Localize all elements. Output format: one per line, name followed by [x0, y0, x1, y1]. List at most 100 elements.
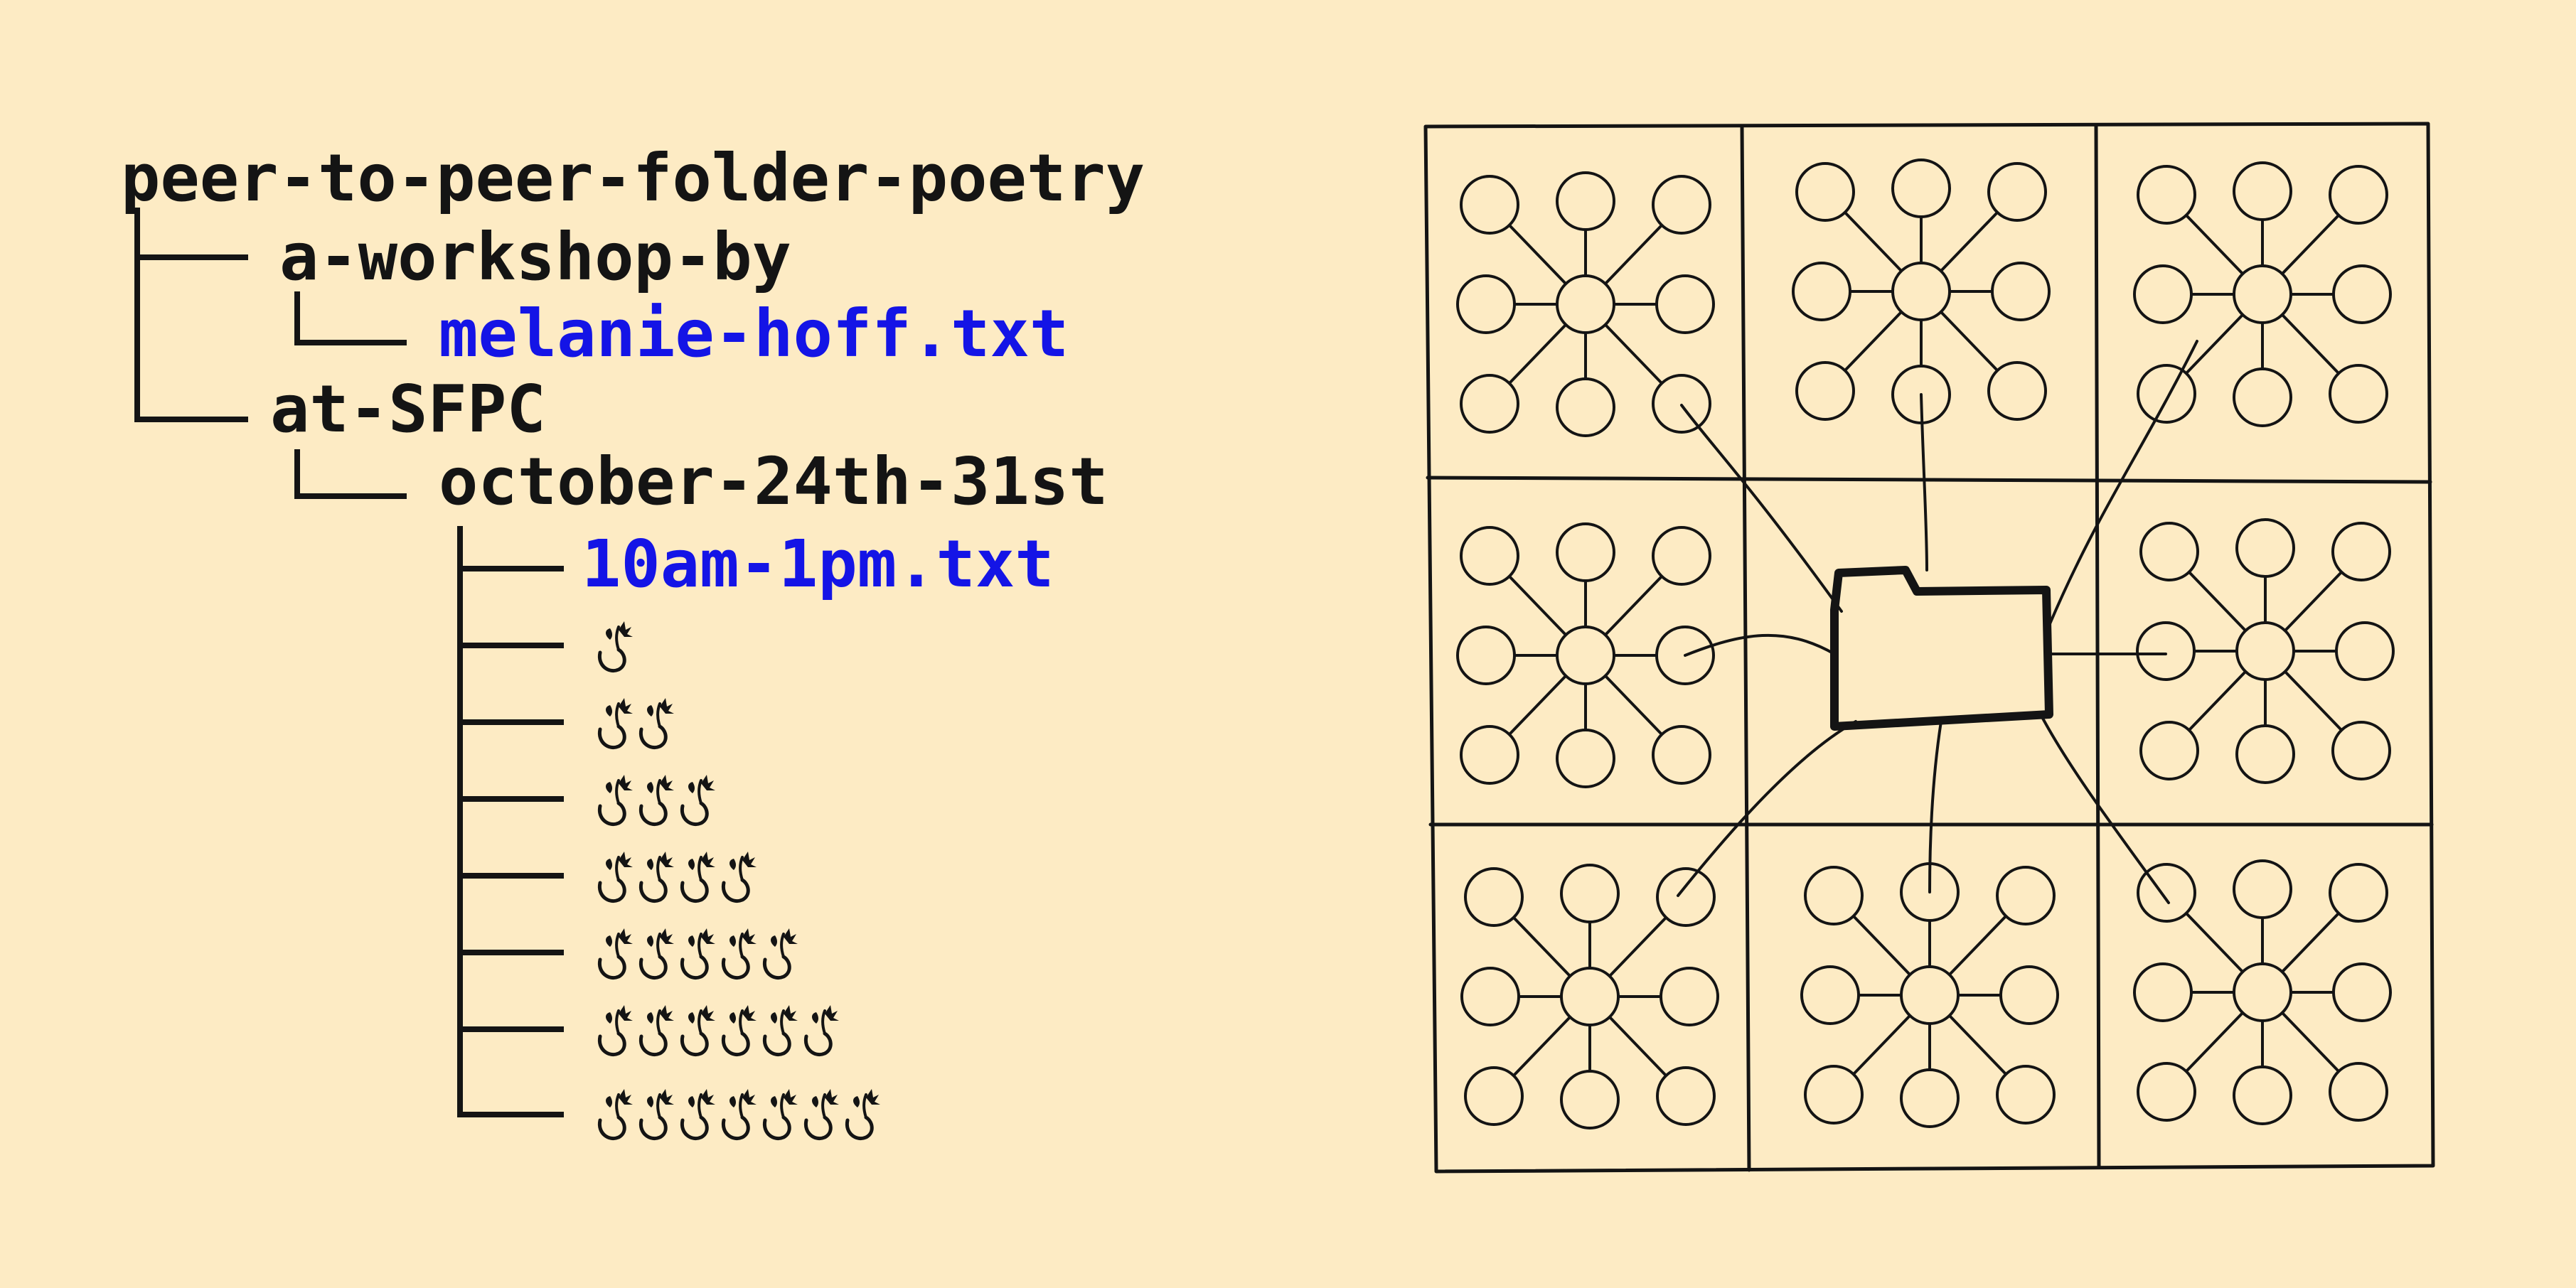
circle-node-icon: [1464, 1066, 1524, 1126]
folder-tree: peer-to-peer-folder-poetry a-workshop-by…: [121, 140, 1145, 1146]
circle-node-icon: [2137, 1062, 2196, 1122]
circle-node-icon: [2136, 621, 2196, 681]
hub-spoke: [2284, 670, 2343, 731]
circle-node-icon: [1460, 175, 1519, 235]
circle-node-icon: [2329, 1062, 2388, 1122]
flower-row-7: [594, 1082, 883, 1146]
circle-node-icon: [1460, 374, 1519, 434]
flower-sprout-icon: [638, 852, 674, 903]
hub-spoke: [2185, 214, 2244, 275]
circle-node-icon: [2233, 859, 2292, 919]
tree-branch-flowers-4: [457, 873, 564, 879]
circle-node-icon: [2137, 364, 2196, 424]
hub-center-node: [2233, 962, 2292, 1022]
hub-spoke: [2284, 571, 2343, 632]
flower-sprout-icon: [721, 1005, 757, 1056]
tree-branch-workshop: [134, 254, 248, 260]
hub-spoke: [2188, 670, 2247, 731]
circle-node-icon: [2139, 721, 2199, 780]
hub-center-node: [1560, 967, 1620, 1026]
flower-sprout-icon: [597, 698, 633, 749]
tree-branch-dates: [294, 493, 407, 499]
hub-spoke: [1940, 211, 1999, 272]
circle-node-icon: [2335, 621, 2395, 681]
hub-spoke: [1604, 323, 1663, 385]
flower-sprout-icon: [803, 1005, 839, 1056]
tree-folder-venue: at-SFPC: [270, 371, 546, 447]
hub-spoke: [1852, 915, 1911, 976]
hub-spoke: [2185, 912, 2244, 973]
circle-node-icon: [1556, 729, 1615, 788]
flower-sprout-icon: [597, 621, 633, 672]
hub-spoke: [1604, 224, 1663, 285]
tree-connector-root: [134, 208, 140, 422]
hub-spoke: [1508, 323, 1567, 385]
flower-sprout-icon: [680, 928, 715, 980]
circle-node-icon: [1804, 866, 1864, 925]
hub-center-node: [1891, 262, 1951, 321]
drawing-links: [1677, 340, 2198, 904]
tree-root-folder: peer-to-peer-folder-poetry: [121, 140, 1145, 216]
circle-node-icon: [1652, 725, 1711, 785]
flower-sprout-icon: [680, 1089, 715, 1140]
circle-node-icon: [1460, 967, 1520, 1026]
flower-sprout-icon: [721, 852, 757, 903]
circle-node-icon: [2235, 724, 2295, 784]
hub-center-node: [2233, 264, 2292, 324]
circle-node-icon: [2329, 863, 2388, 923]
circle-node-icon: [2329, 364, 2388, 424]
circle-node-icon: [1652, 175, 1711, 235]
flower-sprout-icon: [680, 1005, 715, 1056]
hub-center-node: [1556, 274, 1615, 334]
circle-node-icon: [1996, 1065, 2056, 1125]
drawing-grid: [1423, 122, 2435, 1174]
tree-connector-venue: [294, 449, 300, 499]
circle-node-icon: [1652, 526, 1711, 586]
peer-network-drawing: [1423, 122, 2435, 1174]
folder-link: [2048, 340, 2198, 627]
circle-node-icon: [2233, 161, 2292, 221]
tree-branch-time: [457, 566, 564, 571]
flower-sprout-icon: [762, 928, 798, 980]
circle-node-icon: [1999, 965, 2059, 1025]
flower-sprout-icon: [721, 1089, 757, 1140]
circle-node-icon: [2133, 962, 2193, 1022]
hub-center-node: [1900, 965, 1960, 1025]
circle-node-icon: [1891, 159, 1951, 218]
tree-branch-flowers-1: [457, 643, 564, 648]
folder-link: [1928, 720, 1942, 893]
flower-sprout-icon: [597, 928, 633, 980]
hub-spoke: [1608, 916, 1667, 977]
tree-file-time[interactable]: 10am-1pm.txt: [582, 526, 1054, 602]
flower-row-4: [594, 844, 759, 908]
flower-row-6: [594, 998, 842, 1062]
hub-cluster: [1460, 864, 1719, 1129]
tree-file-author[interactable]: melanie-hoff.txt: [439, 296, 1069, 372]
hub-center-node: [1556, 626, 1615, 685]
flower-sprout-icon: [638, 928, 674, 980]
flower-row-3: [594, 768, 718, 832]
hub-spoke: [1852, 1014, 1911, 1075]
folder-link: [1920, 393, 1928, 571]
hub-spoke: [2281, 912, 2340, 973]
hub-spoke: [2185, 1011, 2244, 1073]
circle-node-icon: [1795, 361, 1855, 421]
tree-folder-workshop: a-workshop-by: [279, 219, 792, 295]
circle-node-icon: [1795, 162, 1855, 222]
circle-node-icon: [1900, 1068, 1960, 1128]
flower-sprout-icon: [597, 1005, 633, 1056]
flower-row-1: [594, 614, 636, 678]
flower-sprout-icon: [762, 1005, 798, 1056]
circle-node-icon: [1556, 377, 1615, 437]
hub-spoke: [1604, 575, 1663, 636]
circle-node-icon: [1987, 162, 2047, 222]
circle-node-icon: [1656, 1066, 1716, 1126]
circle-node-icon: [2331, 721, 2391, 780]
hub-spoke: [1508, 675, 1567, 736]
circle-node-icon: [2133, 264, 2193, 324]
flower-sprout-icon: [721, 928, 757, 980]
folder-icon: [1830, 566, 2053, 731]
flower-sprout-icon: [597, 775, 633, 826]
flower-sprout-icon: [680, 775, 715, 826]
hub-spoke: [1948, 1014, 2007, 1075]
